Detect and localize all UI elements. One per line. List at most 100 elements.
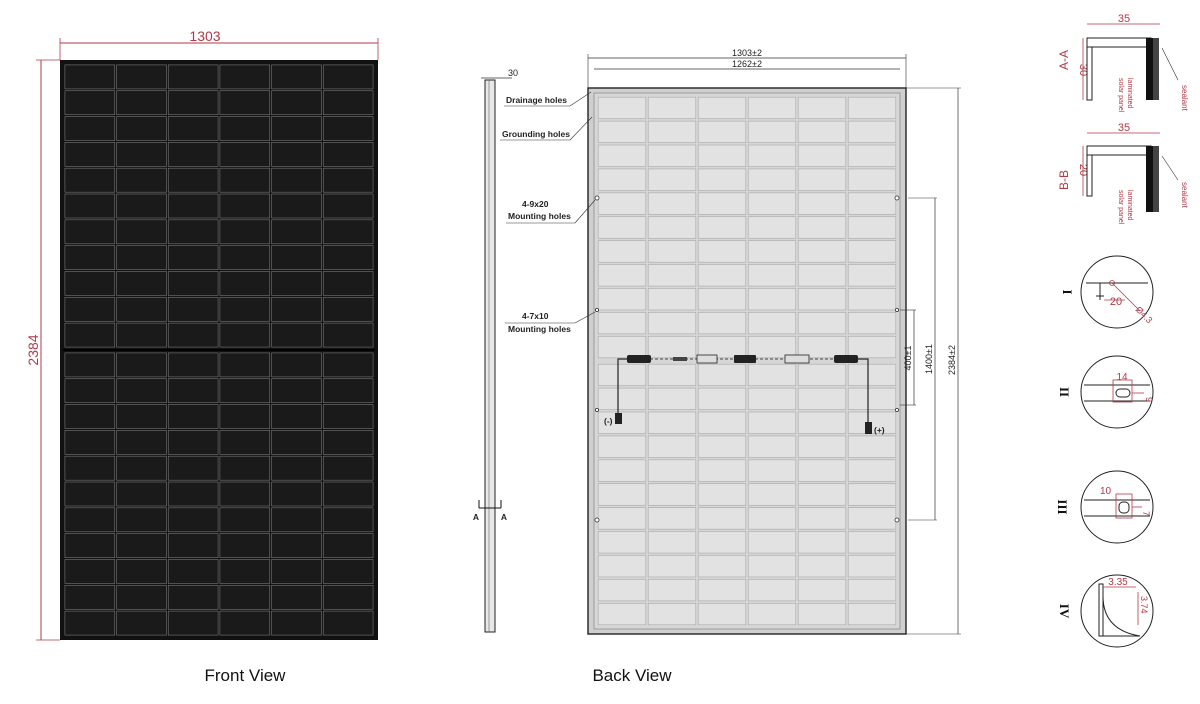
solar-cell <box>219 193 271 219</box>
solar-cell <box>747 216 797 239</box>
negative-terminal: (-) <box>604 416 613 426</box>
solar-cell <box>219 584 271 610</box>
back-height-dim: 2384±2 <box>947 345 957 375</box>
solar-cell <box>697 387 747 410</box>
solar-cell <box>219 507 271 533</box>
solar-cell <box>322 507 374 533</box>
solar-cell <box>747 602 797 626</box>
solar-cell <box>597 531 647 554</box>
mounting-hole <box>894 195 900 201</box>
solar-cell <box>597 264 647 287</box>
solar-cell <box>167 430 219 455</box>
solar-cell <box>219 64 271 90</box>
junction-cables: (-) (+) <box>604 354 885 435</box>
solar-cell <box>322 533 374 558</box>
solar-cell <box>697 507 747 530</box>
solar-cell <box>64 559 116 584</box>
label-drainage-holes: Drainage holes <box>506 95 567 105</box>
solar-cell <box>116 193 167 219</box>
detail-iii: III 10 7 <box>1055 470 1154 544</box>
detail-ii-label: II <box>1057 387 1072 397</box>
solar-cell <box>322 116 374 141</box>
solar-cell <box>116 352 167 378</box>
solar-cell <box>847 507 897 530</box>
detail-i-label: I <box>1060 289 1075 294</box>
junction-box <box>627 355 651 363</box>
solar-cell <box>271 167 322 193</box>
solar-cell <box>116 404 167 429</box>
solar-cell <box>747 459 797 482</box>
solar-cell <box>167 219 219 245</box>
solar-cell <box>747 483 797 506</box>
section-marker-left: A <box>473 512 479 522</box>
junction-box <box>784 354 810 364</box>
solar-cell <box>271 430 322 455</box>
solar-cell <box>597 192 647 215</box>
solar-cell <box>116 533 167 558</box>
solar-cell <box>322 322 374 348</box>
solar-cell <box>847 96 897 120</box>
aa-height-dim: 30 <box>1077 64 1089 76</box>
solar-cell <box>271 90 322 116</box>
solar-cell <box>64 193 116 219</box>
solar-cell <box>64 404 116 429</box>
solar-cell <box>64 533 116 558</box>
solar-cell <box>797 459 847 482</box>
detail-ii-dim-a: 14 <box>1116 372 1128 383</box>
solar-cell <box>797 168 847 191</box>
solar-cell <box>219 378 271 404</box>
solar-cell <box>597 555 647 578</box>
solar-cell <box>116 296 167 322</box>
solar-cell <box>322 378 374 404</box>
solar-cell <box>797 555 847 578</box>
solar-cell <box>597 602 647 626</box>
section-marker-right: A <box>501 512 507 522</box>
solar-cell <box>647 192 697 215</box>
solar-cell <box>847 602 897 626</box>
solar-cell <box>647 579 697 602</box>
solar-cell <box>647 435 697 458</box>
back-view: 1303±2 1262±2 Drainage holes Grounding h… <box>500 48 961 685</box>
solar-cell <box>597 312 647 335</box>
solar-cell <box>167 322 219 348</box>
solar-cell <box>747 507 797 530</box>
solar-cell <box>219 481 271 507</box>
solar-cell <box>167 584 219 610</box>
side-frame-profile <box>484 79 496 633</box>
solar-cell <box>647 507 697 530</box>
solar-cell <box>64 90 116 116</box>
side-profile: 30 A A <box>473 68 518 633</box>
front-view-caption: Front View <box>205 666 287 685</box>
solar-cell <box>647 168 697 191</box>
solar-cell <box>747 411 797 434</box>
solar-cell <box>697 579 747 602</box>
back-view-caption: Back View <box>592 666 672 685</box>
solar-cell <box>697 363 747 387</box>
solar-cell <box>116 90 167 116</box>
solar-cell <box>697 120 747 143</box>
solar-cell <box>647 264 697 287</box>
solar-cell <box>167 455 219 481</box>
solar-cell <box>271 559 322 584</box>
solar-cell <box>271 584 322 610</box>
solar-cell <box>797 411 847 434</box>
solar-cell <box>697 602 747 626</box>
detail-iii-label: III <box>1055 499 1070 514</box>
solar-cell <box>116 455 167 481</box>
solar-cell <box>64 296 116 322</box>
detail-iv-dim-a: 3.35 <box>1108 577 1128 588</box>
solar-cell <box>747 120 797 143</box>
solar-cell <box>64 455 116 481</box>
solar-cell <box>64 64 116 90</box>
solar-cell <box>116 584 167 610</box>
solar-cell <box>647 387 697 410</box>
aa-sealant-label: sealant <box>1180 85 1189 112</box>
solar-cell <box>116 559 167 584</box>
solar-cell <box>322 430 374 455</box>
solar-cell <box>167 271 219 296</box>
solar-cell <box>64 322 116 348</box>
solar-cell <box>847 288 897 311</box>
solar-cell <box>647 459 697 482</box>
mounting-hole-small <box>895 407 900 412</box>
solar-cell <box>167 481 219 507</box>
